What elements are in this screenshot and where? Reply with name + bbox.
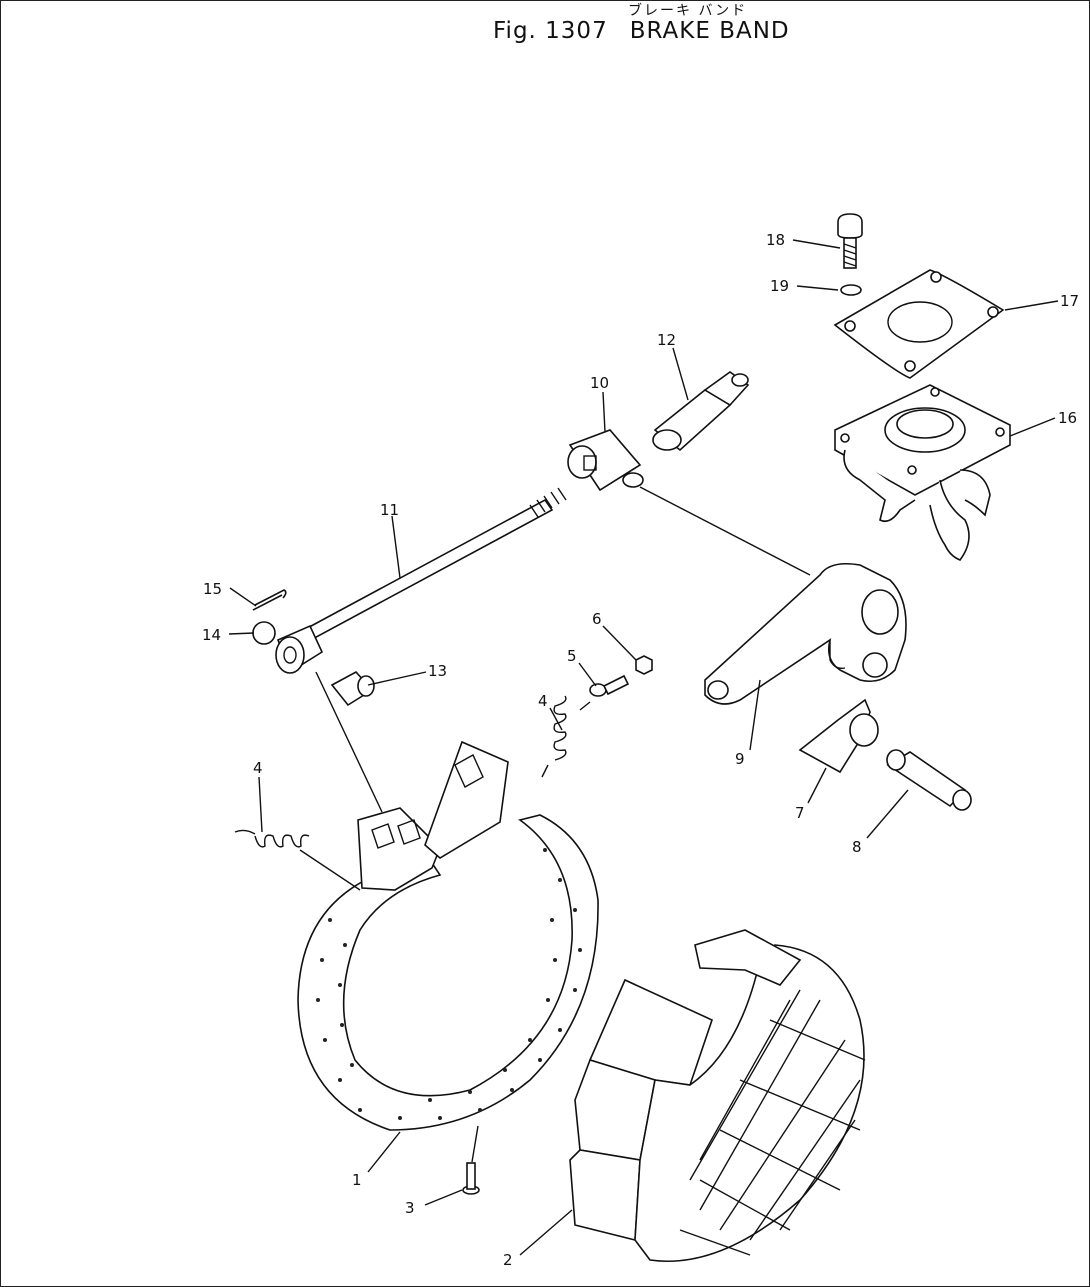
callout-11: 11 bbox=[380, 501, 399, 519]
part-lever-9 bbox=[704, 562, 907, 705]
part-cam-7 bbox=[798, 698, 879, 774]
leader-lines bbox=[228, 239, 1059, 1256]
figure-title: Fig. 1307 BRAKE BAND bbox=[493, 18, 790, 44]
callout-18: 18 bbox=[766, 231, 785, 249]
callout-13: 13 bbox=[428, 662, 447, 680]
callout-5: 5 bbox=[567, 647, 577, 665]
callout-16: 16 bbox=[1058, 409, 1077, 427]
part-screw-3 bbox=[462, 1162, 480, 1195]
callout-7: 7 bbox=[795, 804, 805, 822]
part-cotter-pin-15 bbox=[252, 589, 287, 611]
band-rivet-holes bbox=[316, 848, 582, 1120]
part-housing-16 bbox=[834, 384, 1011, 561]
figure-name: BRAKE BAND bbox=[629, 18, 790, 44]
callout-14: 14 bbox=[202, 626, 221, 644]
callout-17: 17 bbox=[1060, 292, 1079, 310]
callout-8: 8 bbox=[852, 838, 862, 856]
callout-labels: 1 2 3 4 4 5 6 7 8 9 10 11 12 13 14 15 16… bbox=[202, 231, 1079, 1269]
part-washer-14 bbox=[252, 621, 276, 645]
figure-number: Fig. 1307 bbox=[493, 18, 608, 44]
callout-19: 19 bbox=[770, 277, 789, 295]
part-washer-19 bbox=[840, 284, 862, 296]
part-sleeve-12 bbox=[652, 371, 750, 452]
part-brake-band-1 bbox=[297, 740, 599, 1131]
callout-6: 6 bbox=[592, 610, 602, 628]
callout-10: 10 bbox=[590, 374, 609, 392]
part-eye-bolt-5 bbox=[589, 674, 630, 697]
callout-12: 12 bbox=[657, 331, 676, 349]
part-rod-11 bbox=[275, 487, 567, 674]
callout-1: 1 bbox=[352, 1171, 362, 1189]
part-pin-13 bbox=[330, 670, 375, 707]
part-nut-6 bbox=[635, 655, 653, 675]
callout-4-upper: 4 bbox=[538, 692, 548, 710]
title-japanese: ブレーキ バンド bbox=[628, 3, 748, 19]
callout-15: 15 bbox=[203, 580, 222, 598]
part-spring-4-upper bbox=[541, 695, 591, 778]
callout-4-lower: 4 bbox=[253, 759, 263, 777]
part-clevis-10 bbox=[567, 429, 644, 492]
part-pin-8 bbox=[886, 749, 972, 811]
callout-3: 3 bbox=[405, 1199, 415, 1217]
part-gasket-17 bbox=[833, 269, 1005, 379]
part-spring-4-lower bbox=[234, 829, 310, 848]
callout-9: 9 bbox=[735, 750, 745, 768]
part-bolt-18 bbox=[837, 213, 863, 269]
callout-2: 2 bbox=[503, 1251, 513, 1269]
part-brake-lining-2 bbox=[569, 929, 866, 1263]
